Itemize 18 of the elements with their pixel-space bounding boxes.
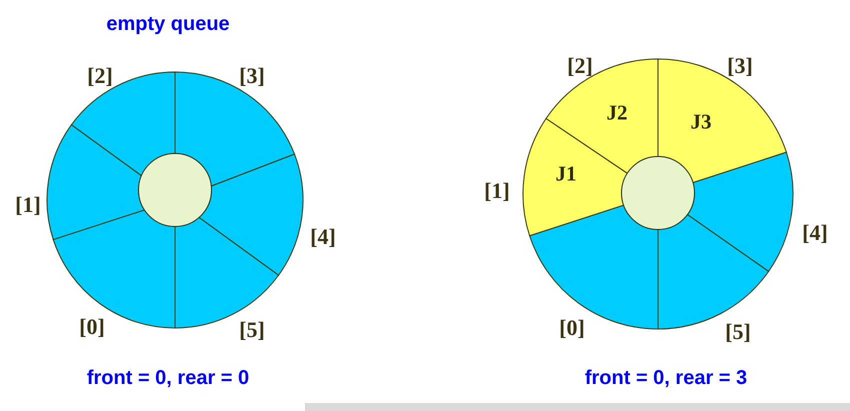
index-label: [4] (802, 220, 828, 246)
index-label: [1] (15, 192, 41, 218)
index-label: [5] (239, 317, 265, 343)
index-label: [2] (567, 53, 593, 79)
index-label: [2] (87, 63, 113, 89)
index-label: [0] (559, 315, 585, 341)
element-label: J3 (690, 110, 712, 134)
element-label: J2 (606, 100, 628, 126)
index-label: [1] (484, 178, 510, 204)
index-label: [5] (725, 319, 751, 345)
queue-caption: empty queue (106, 13, 230, 36)
index-label: [4] (310, 224, 336, 250)
element-label: J1 (556, 162, 576, 186)
pointer-status: front = 0, rear = 3 (584, 367, 748, 390)
index-label: [3] (727, 53, 753, 79)
index-label: [3] (239, 63, 265, 89)
index-label: [0] (79, 314, 105, 340)
pointer-status: front = 0, rear = 0 (86, 367, 250, 390)
